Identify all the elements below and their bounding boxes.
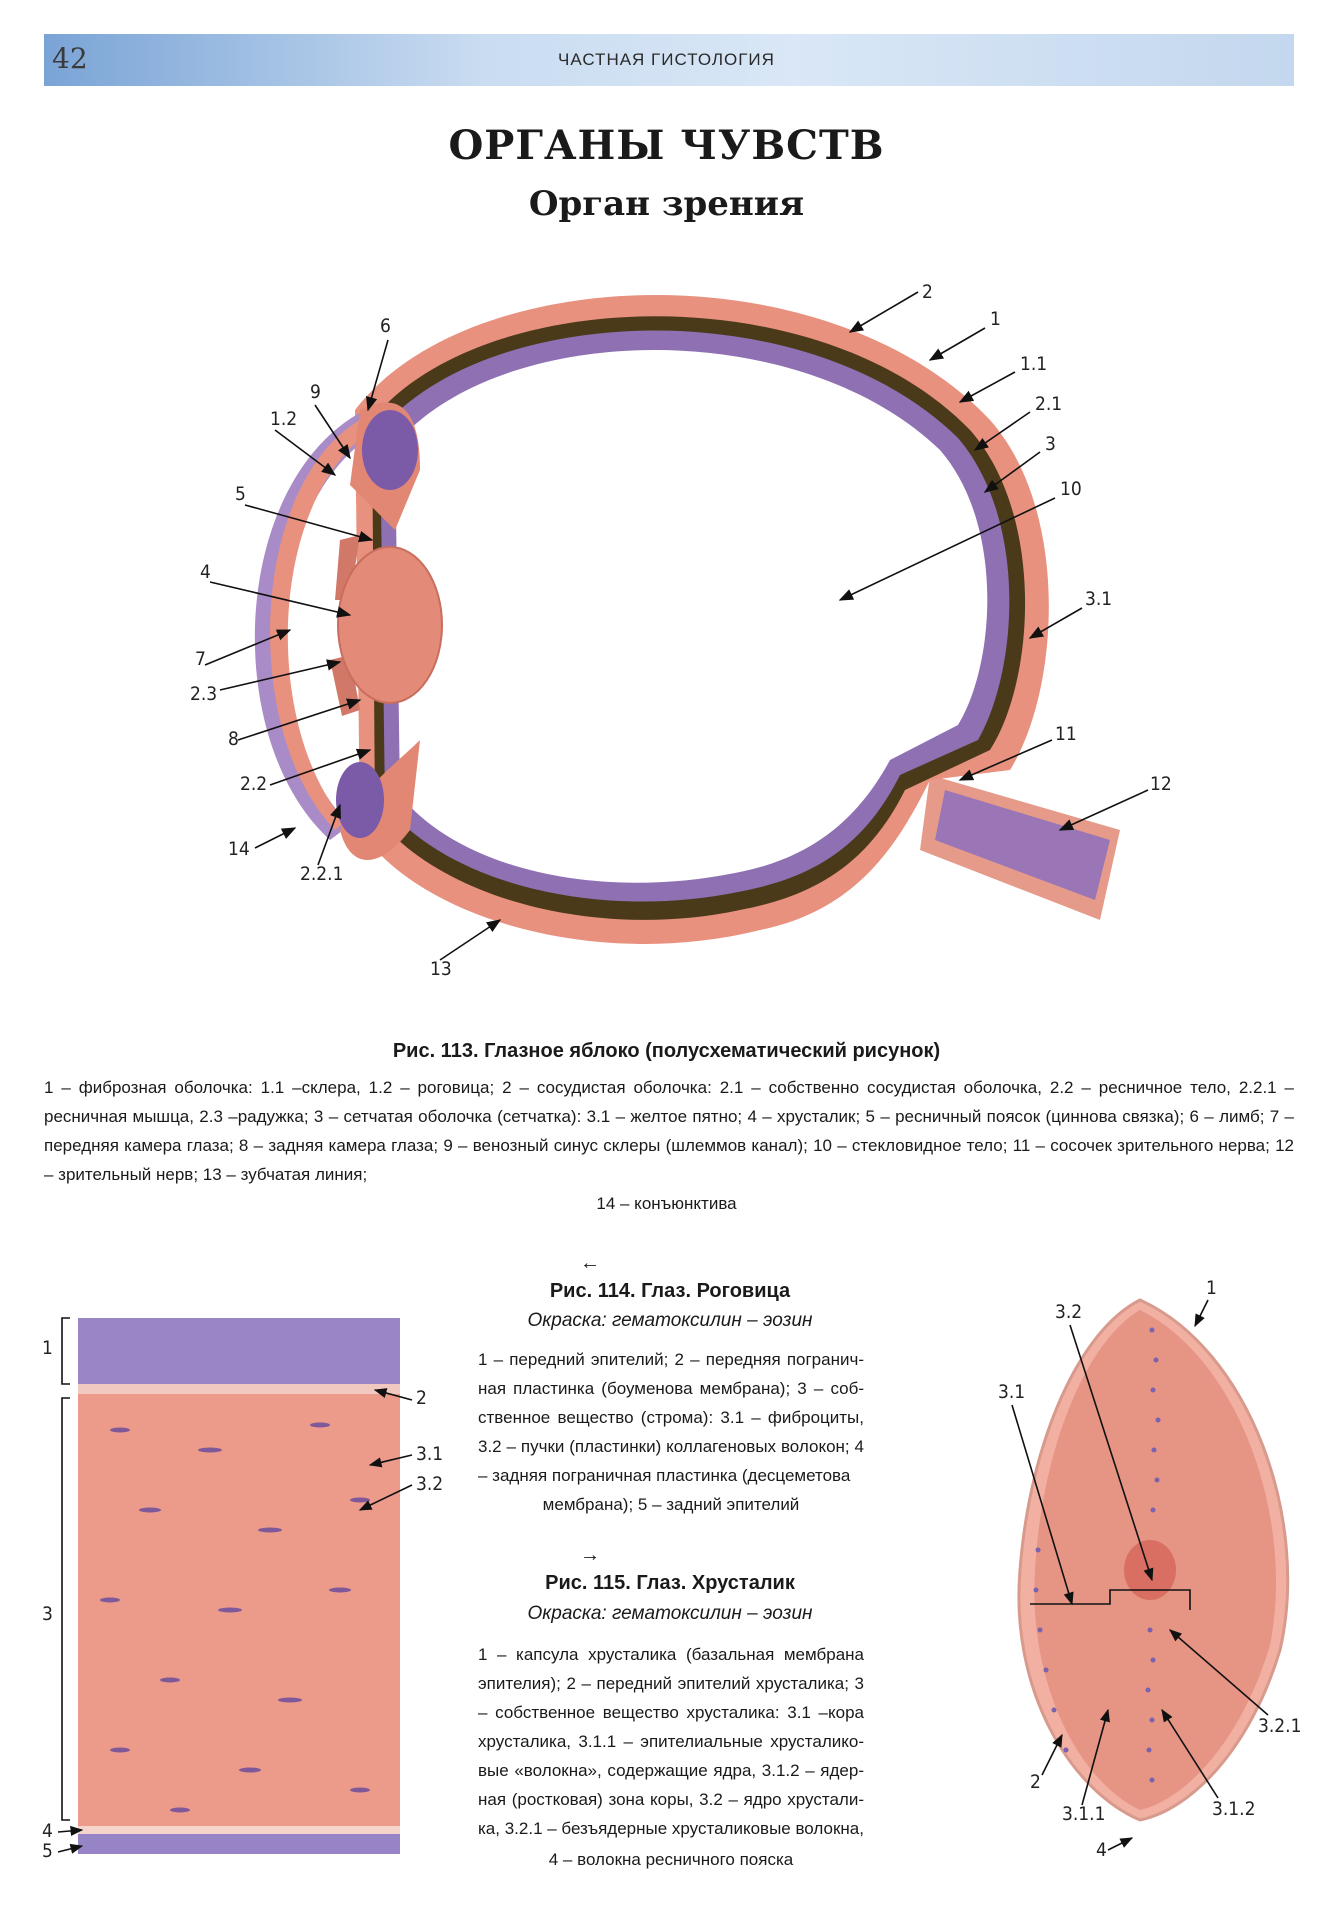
cornea-label-3: 3 [42,1603,53,1625]
label-2-2-1: 2.2.1 [300,863,343,885]
fig113-caption-title: Рис. 113. Глазное яблоко (полусхематичес… [392,1040,941,1062]
eyeball-illustration: 2 1 1.1 2.1 3 10 3.1 11 12 13 6 9 1.2 5 … [190,281,1172,980]
lens-label-3-2: 3.2 [1055,1301,1082,1323]
fig113-caption-text: 1 – фиброзная оболочка: 1.1 –склера, 1.2… [44,1078,1294,1184]
label-1-1: 1.1 [1020,353,1047,375]
label-2-3: 2.3 [190,683,217,705]
lens-label-3-1-1: 3.1.1 [1062,1803,1105,1825]
page-number: 42 [52,42,88,75]
cornea-illustration: 1 2 3.1 3.2 3 4 5 [42,1317,443,1862]
cornea-label-3-2: 3.2 [416,1473,443,1495]
lens-illustration: 1 3.2 3.1 3.2.1 2 3.1.1 3.1.2 4 [998,1277,1301,1861]
page-title: ОРГАНЫ ЧУВСТВ [448,122,885,169]
label-12: 12 [1150,773,1172,795]
label-9: 9 [310,381,321,403]
label-3-1: 3.1 [1085,588,1112,610]
fig114-stain: Окраска: гематоксилин – эозин [527,1310,813,1331]
label-4: 4 [200,561,211,583]
lens-label-3-2-1: 3.2.1 [1258,1715,1301,1737]
lens-label-4: 4 [1096,1839,1107,1861]
label-13: 13 [430,958,452,980]
label-6: 6 [380,315,391,337]
label-14: 14 [228,838,250,860]
label-11: 11 [1055,723,1077,745]
section-title: Орган зрения [528,184,805,224]
fig115-caption-title: Рис. 115. Глаз. Хрусталик [545,1572,795,1594]
fig114-caption-last: мембрана); 5 – задний эпителий [542,1495,800,1514]
lens-label-3-1: 3.1 [998,1381,1025,1403]
fig115-caption-text: 1 – капсула хрусталика (базальная мембра… [478,1645,864,1838]
fig114-caption-text: 1 – передний эпителий; 2 – передняя погр… [478,1350,864,1485]
fig114-caption-title: Рис. 114. Глаз. Роговица [549,1280,791,1302]
fig113-caption-last: 14 – конъюнктива [596,1194,737,1213]
cornea-label-5: 5 [42,1840,53,1862]
label-3: 3 [1045,433,1056,455]
cornea-label-2: 2 [416,1387,427,1409]
label-2-2: 2.2 [240,773,267,795]
label-2: 2 [922,281,933,303]
label-1: 1 [990,308,1001,330]
label-2-1: 2.1 [1035,393,1062,415]
lens-label-1: 1 [1206,1277,1217,1299]
cornea-label-3-1: 3.1 [416,1443,443,1465]
lens-label-2: 2 [1030,1771,1041,1793]
lens-label-3-1-2: 3.1.2 [1212,1798,1255,1820]
label-7: 7 [195,648,206,670]
label-8: 8 [228,728,239,750]
label-10: 10 [1060,478,1082,500]
running-head: ЧАСТНАЯ ГИСТОЛОГИЯ [558,50,775,69]
label-5: 5 [235,483,246,505]
cornea-label-1: 1 [42,1337,53,1359]
header-bar [44,34,1294,86]
fig115-arrow: → [580,1544,600,1566]
label-1-2: 1.2 [270,408,297,430]
fig115-stain: Окраска: гематоксилин – эозин [527,1603,813,1624]
cornea-label-4: 4 [42,1820,53,1842]
fig115-caption-last: 4 – волокна ресничного пояска [548,1850,794,1869]
fig114-arrow: ← [580,1252,600,1274]
